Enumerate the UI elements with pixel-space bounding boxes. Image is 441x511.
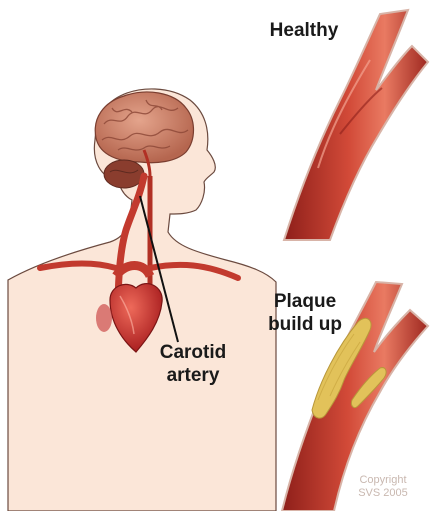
healthy-label: Healthy — [258, 19, 350, 42]
cerebellum — [104, 160, 144, 188]
healthy-artery — [284, 10, 428, 240]
plaque-label-line-1: Plaque — [256, 290, 354, 313]
plaque-build-up-label: Plaque build up — [256, 290, 354, 336]
carotid-label-line-2: artery — [141, 364, 245, 387]
carotid-label-line-1: Carotid — [141, 341, 245, 364]
plaque-label-line-2: build up — [256, 313, 354, 336]
copyright-line-2: SVS 2005 — [333, 487, 433, 500]
copyright-notice: Copyright SVS 2005 — [333, 474, 433, 500]
carotid-artery-label: Carotid artery — [141, 341, 245, 387]
copyright-line-1: Copyright — [333, 474, 433, 487]
